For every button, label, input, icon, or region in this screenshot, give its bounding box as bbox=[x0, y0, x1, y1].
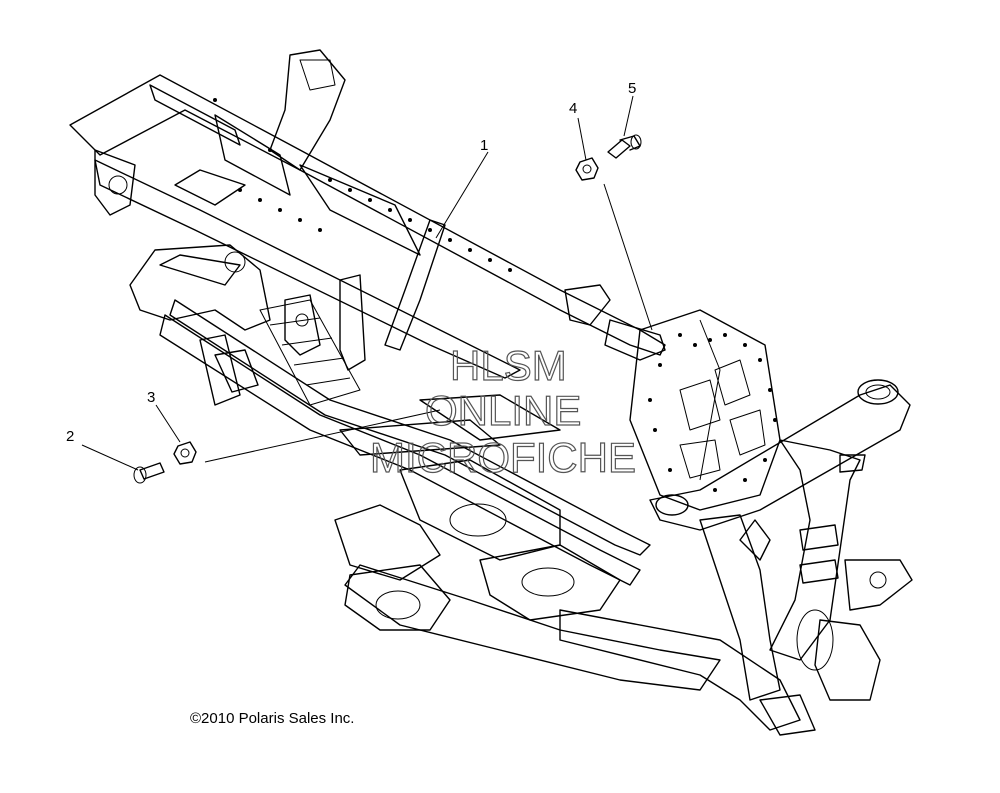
nut-part-4 bbox=[575, 157, 599, 181]
front-tower bbox=[629, 309, 913, 736]
main-lower-frame bbox=[129, 244, 801, 731]
callout-2: 2 bbox=[66, 428, 74, 445]
callout-1: 1 bbox=[480, 137, 488, 154]
leader-lines bbox=[81, 95, 653, 471]
watermark-line-1: HLSM bbox=[450, 342, 567, 389]
rail-holes bbox=[213, 98, 512, 272]
callout-3: 3 bbox=[147, 389, 155, 406]
watermark: HLSM ONLINE MICROFICHE bbox=[369, 341, 636, 481]
copyright-notice: ©2010 Polaris Sales Inc. bbox=[190, 710, 355, 727]
bolt-part-2 bbox=[133, 462, 165, 484]
callout-5: 5 bbox=[628, 80, 636, 97]
watermark-line-2: ONLINE bbox=[425, 387, 581, 434]
watermark-line-3: MICROFICHE bbox=[370, 434, 636, 481]
bolt-part-5 bbox=[607, 134, 642, 159]
upper-rear-frame bbox=[69, 49, 666, 379]
nut-part-3 bbox=[173, 441, 197, 465]
callout-4: 4 bbox=[569, 100, 577, 117]
